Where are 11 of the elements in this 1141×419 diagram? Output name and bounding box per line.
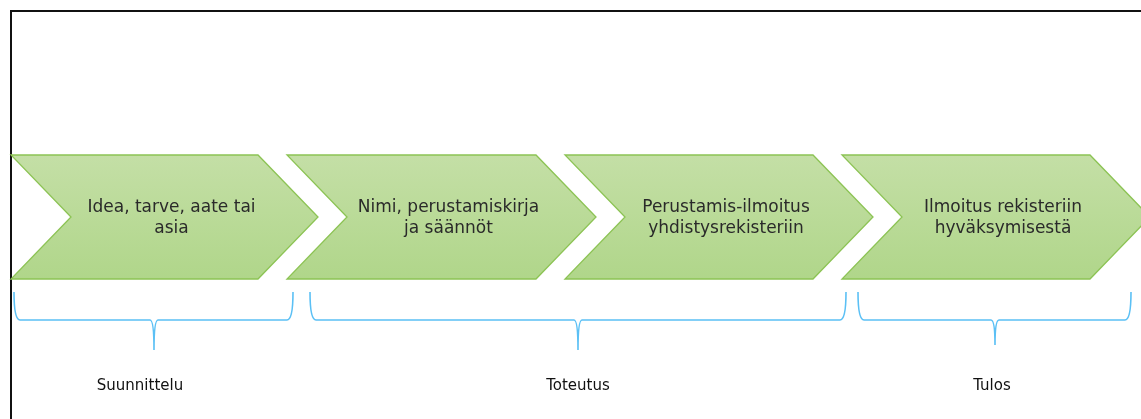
phase-label: Tulos xyxy=(973,376,1011,394)
chevron-shape xyxy=(563,154,874,280)
chevron-shape xyxy=(840,154,1141,280)
step-text: Idea, tarve, aate tai asia xyxy=(86,195,257,239)
step-text: Perustamis-ilmoitus yhdistysrekisteriin xyxy=(641,195,811,239)
step-text: Ilmoitus rekisteriin hyväksymisestä xyxy=(923,195,1083,239)
chevron-shape xyxy=(9,154,319,280)
step-text: Nimi, perustamiskirja ja säännöt xyxy=(356,195,541,239)
chevron-shape xyxy=(285,154,597,280)
phase-label: Suunnittelu xyxy=(96,376,184,394)
phase-label: Toteutus xyxy=(546,376,610,394)
